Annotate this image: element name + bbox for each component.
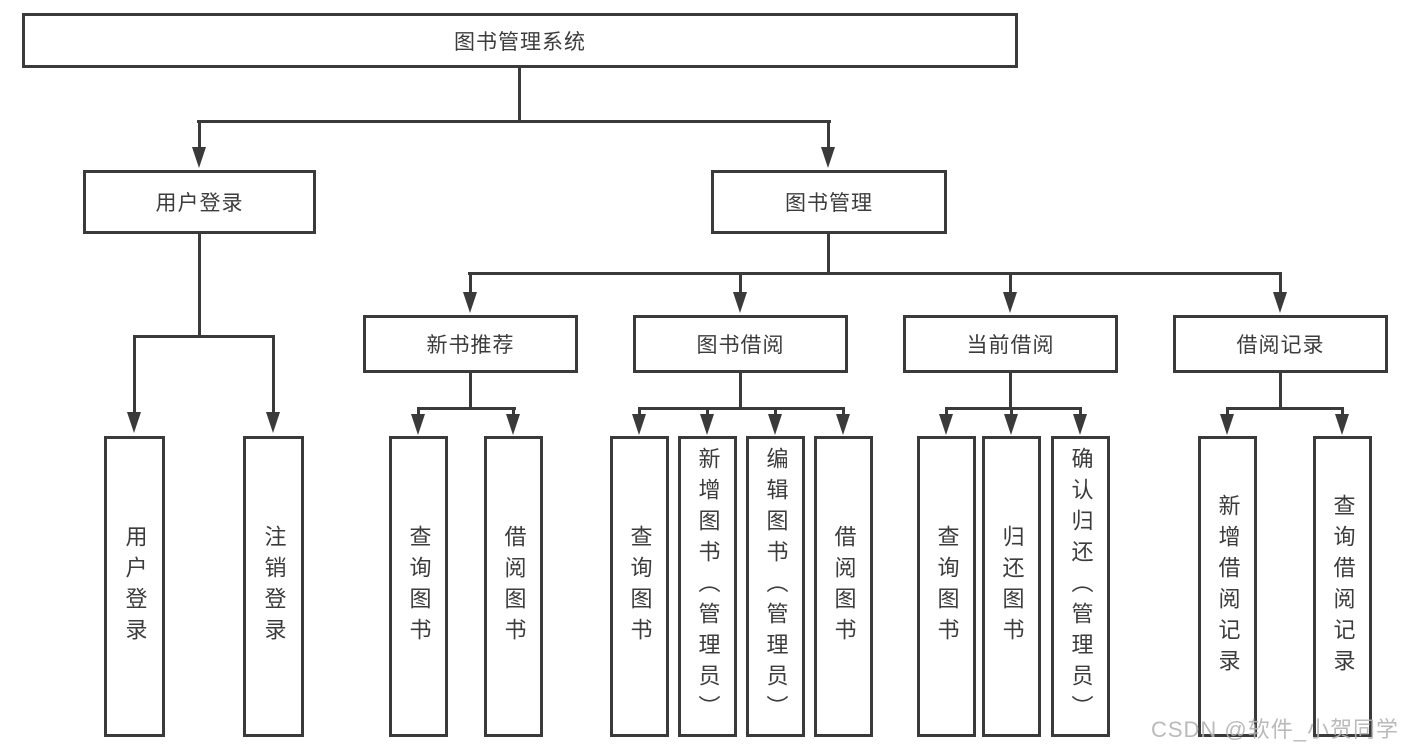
connector-vline [272, 335, 275, 413]
arrow-down [463, 292, 477, 313]
arrow-down [939, 414, 953, 435]
connector-hline [133, 335, 274, 338]
connector-vline [638, 407, 641, 415]
connector-vline [1010, 407, 1013, 415]
arrow-down [836, 414, 850, 435]
connector-vline [1079, 407, 1082, 415]
connector-vline [945, 407, 948, 415]
arrow-down [1004, 414, 1018, 435]
node-add-book-admin: 新增图书（管理员） [678, 436, 737, 737]
connector-vline [1279, 272, 1282, 293]
arrow-down [768, 414, 782, 435]
node-add-borrow-record: 新增借阅记录 [1198, 436, 1257, 737]
arrow-down [821, 147, 835, 168]
connector-vline [512, 407, 515, 415]
arrow-down [506, 414, 520, 435]
node-book-borrow: 图书借阅 [633, 315, 848, 373]
connector-vline [739, 373, 742, 407]
connector-hline [1226, 407, 1344, 410]
connector-hline [945, 407, 1081, 410]
arrow-down [700, 414, 714, 435]
connector-vline [518, 68, 521, 120]
arrow-down [411, 414, 425, 435]
node-new-book-recommend: 新书推荐 [363, 315, 578, 373]
node-book-management: 图书管理 [711, 170, 947, 234]
node-user-login-action: 用户登录 [104, 436, 165, 737]
connector-vline [1009, 272, 1012, 293]
connector-vline [1279, 373, 1282, 407]
connector-vline [827, 120, 830, 148]
node-current-borrow: 当前借阅 [903, 315, 1118, 373]
node-return-books: 归还图书 [982, 436, 1041, 737]
connector-vline [417, 407, 420, 415]
node-borrow-books-recommend: 借阅图书 [484, 436, 543, 737]
connector-hline [638, 407, 845, 410]
arrow-down [1003, 292, 1017, 313]
node-user-login: 用户登录 [83, 170, 316, 234]
node-query-books-current: 查询图书 [917, 436, 976, 737]
node-borrow-records: 借阅记录 [1173, 315, 1388, 373]
connector-vline [469, 373, 472, 407]
node-edit-book-admin: 编辑图书（管理员） [746, 436, 805, 737]
connector-vline [827, 234, 830, 272]
connector-vline [1009, 373, 1012, 407]
arrow-down [1073, 414, 1087, 435]
arrow-down [266, 412, 280, 433]
node-logout-action: 注销登录 [243, 436, 304, 737]
arrow-down [733, 292, 747, 313]
arrow-down [1273, 292, 1287, 313]
node-borrow-books: 借阅图书 [814, 436, 873, 737]
connector-vline [1341, 407, 1344, 415]
connector-hline [197, 120, 831, 123]
connector-vline [1226, 407, 1229, 415]
connector-hline [468, 272, 1282, 275]
arrow-down [192, 147, 206, 168]
node-confirm-return-admin: 确认归还（管理员） [1051, 436, 1110, 737]
arrow-down [1220, 414, 1234, 435]
connector-vline [469, 272, 472, 293]
connector-vline [842, 407, 845, 415]
connector-vline [198, 234, 201, 335]
connector-vline [198, 120, 201, 148]
connector-vline [706, 407, 709, 415]
node-library-management-system: 图书管理系统 [22, 13, 1018, 68]
connector-vline [774, 407, 777, 415]
csdn-watermark: CSDN @软件_小贺同学 [1150, 717, 1399, 742]
arrow-down [632, 414, 646, 435]
connector-vline [739, 272, 742, 293]
node-query-books-borrow: 查询图书 [610, 436, 669, 737]
node-query-books-recommend: 查询图书 [389, 436, 448, 737]
node-query-borrow-record: 查询借阅记录 [1313, 436, 1372, 737]
arrow-down [1335, 414, 1349, 435]
arrow-down [127, 412, 141, 433]
connector-vline [133, 335, 136, 413]
connector-hline [417, 407, 516, 410]
